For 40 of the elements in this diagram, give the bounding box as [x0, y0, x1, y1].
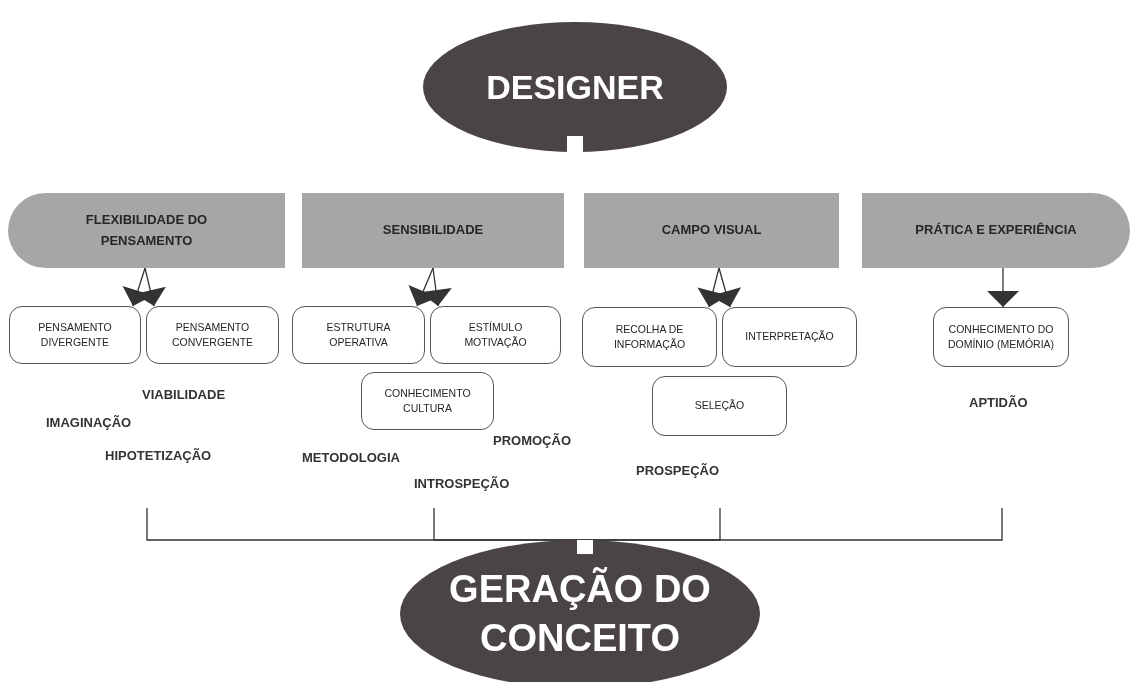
box-label: RECOLHA DE INFORMAÇÃO [612, 321, 687, 352]
term-label: IMAGINAÇÃO [46, 415, 132, 430]
box-label: PENSAMENTO DIVERGENTE [37, 319, 113, 350]
box-label: ESTRUTURA OPERATIVA [325, 319, 392, 350]
box-label: SELEÇÃO [693, 398, 746, 414]
category-banner [584, 193, 839, 268]
bracket-connector [433, 507, 586, 541]
term-label: PROSPEÇÃO [636, 463, 720, 478]
rounded-box [652, 376, 787, 436]
box-label: INTERPRETAÇÃO [744, 329, 835, 345]
node-label: DESIGNER [485, 66, 665, 108]
banner-label: FLEXIBILIDADE DO PENSAMENTO [84, 211, 209, 250]
rounded-box [146, 306, 279, 364]
banner-label: CAMPO VISUAL [661, 221, 762, 240]
category-banner [302, 193, 564, 268]
term-label: METODOLOGIA [302, 450, 400, 465]
term-label: APTIDÃO [969, 395, 1028, 410]
rounded-box [9, 306, 141, 364]
term-label: VIABILIDADE [142, 387, 226, 402]
ellipse-node [423, 22, 727, 152]
rounded-box [722, 307, 857, 367]
box-label: PENSAMENTO CONVERGENTE [170, 319, 255, 350]
term-label: HIPOTETIZAÇÃO [105, 448, 212, 463]
rounded-box [292, 306, 425, 364]
arrow [987, 267, 1019, 308]
node-label: GERAÇÃO DO CONCEITO [448, 566, 712, 661]
box-label: CONHECIMENTO CULTURA [383, 385, 472, 416]
category-banner [862, 193, 1130, 268]
bracket-connector [584, 507, 1003, 541]
rounded-box [430, 306, 561, 364]
term-label: PROMOÇÃO [493, 433, 571, 448]
rounded-box [361, 372, 494, 430]
banner-label: SENSIBILIDADE [382, 221, 484, 240]
category-banner [8, 193, 285, 268]
rounded-box [582, 307, 717, 367]
banner-label: PRÁTICA E EXPERIÊNCIA [915, 221, 1077, 240]
rounded-box [933, 307, 1069, 367]
box-label: CONHECIMENTO DO DOMÍNIO (MEMÓRIA) [946, 321, 1056, 352]
term-label: INTROSPEÇÃO [414, 476, 510, 491]
box-label: ESTÍMULO MOTIVAÇÃO [463, 319, 528, 350]
